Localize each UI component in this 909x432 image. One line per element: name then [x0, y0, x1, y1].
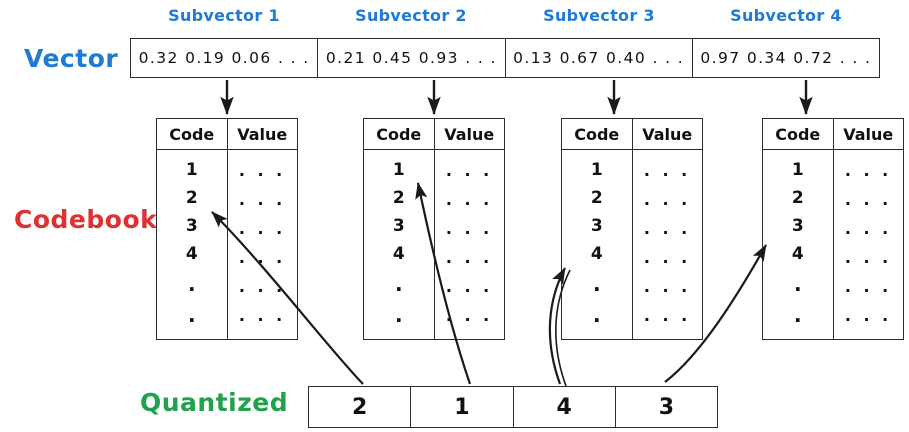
codebook-code-column-2: 1 2 3 4 . . [364, 150, 435, 340]
codebook-table-2: Code Value 1 2 3 4 . . . . . . . . . . .… [363, 118, 505, 340]
codebook-value-cell: . . . [445, 160, 493, 180]
codebook-code-cell: 1 [590, 159, 603, 180]
codebook-value-cell: . . . [445, 189, 493, 209]
codebook-header-value-3: Value [642, 124, 693, 144]
codebook-header-1: Code Value [157, 119, 297, 150]
codebook-value-cell: . . . [844, 218, 892, 238]
codebook-header-code-3: Code [562, 119, 633, 149]
codebook-code-cell: 1 [791, 159, 804, 180]
codebook-value-cell: . . . [445, 305, 493, 325]
codebook-value-cell: . . . [643, 305, 691, 325]
vector-cell-4: 0.97 0.34 0.72 . . . [700, 49, 872, 67]
codebook-value-cell: . . . [238, 218, 286, 238]
quantized-label: Quantized [140, 388, 289, 417]
codebook-table-1: Code Value 1 2 3 4 . . . . . . . . . . .… [156, 118, 298, 340]
quantized-cell-1: 2 [309, 387, 412, 427]
codebook-value-cell: . . . [643, 189, 691, 209]
codebook-code-cell: . [187, 302, 196, 327]
codebook-body-3: 1 2 3 4 . . . . . . . . . . . . . . . . … [562, 150, 702, 340]
codebook-value-cell: . . . [844, 189, 892, 209]
codebook-value-cell: . . . [643, 218, 691, 238]
codebook-code-cell: . [793, 271, 802, 296]
codebook-code-cell: 2 [392, 187, 405, 208]
subvector-caption-1: Subvector 1 [168, 6, 280, 25]
codebook-code-column-4: 1 2 3 4 . . [763, 150, 834, 340]
codebook-code-cell: 4 [185, 243, 198, 264]
codebook-code-cell: 3 [791, 215, 804, 236]
codebook-code-cell: 4 [590, 243, 603, 264]
codebook-value-cell: . . . [238, 189, 286, 209]
codebook-value-cell: . . . [844, 247, 892, 267]
quantized-cell-2: 1 [411, 387, 514, 427]
codebook-code-cell: 3 [185, 215, 198, 236]
codebook-value-cell: . . . [844, 160, 892, 180]
subvector-caption-3: Subvector 3 [543, 6, 655, 25]
vector-cell-3: 0.13 0.67 0.40 . . . [506, 39, 693, 77]
quantized-cell-3: 4 [514, 387, 616, 427]
vector-label: Vector [24, 44, 119, 73]
codebook-code-cell: 2 [590, 187, 603, 208]
codebook-header-3: Code Value [562, 119, 702, 150]
codebook-code-cell: . [394, 302, 403, 327]
codebook-header-2: Code Value [364, 119, 504, 150]
codebook-value-column-4: . . . . . . . . . . . . . . . . . . [834, 150, 904, 340]
codebook-header-value-2: Value [444, 124, 495, 144]
subvector-caption-4: Subvector 4 [730, 6, 842, 25]
codebook-header-4: Code Value [763, 119, 903, 150]
quantized-bar: 2 1 4 3 [308, 386, 718, 428]
codebook-code-cell: 1 [185, 159, 198, 180]
codebook-label: Codebook [14, 205, 158, 234]
codebook-value-cell: . . . [643, 160, 691, 180]
codebook-header-code-2: Code [364, 119, 435, 149]
codebook-code-column-1: 1 2 3 4 . . [157, 150, 228, 340]
codebook-code-cell: . [592, 302, 601, 327]
codebook-header-code-4: Code [763, 119, 834, 149]
vector-cell-2: 0.21 0.45 0.93 . . . [318, 39, 506, 77]
codebook-code-cell: 4 [791, 243, 804, 264]
codebook-header-code-1: Code [157, 119, 228, 149]
codebook-code-cell: 2 [791, 187, 804, 208]
vector-cell-1: 0.32 0.19 0.06 . . . [131, 39, 319, 77]
codebook-value-cell: . . . [844, 276, 892, 296]
codebook-header-value-4: Value [843, 124, 894, 144]
codebook-code-cell: 4 [392, 243, 405, 264]
subvector-caption-2: Subvector 2 [355, 6, 467, 25]
codebook-value-cell: . . . [844, 305, 892, 325]
codebook-header-value-1: Value [237, 124, 288, 144]
codebook-value-cell: . . . [643, 276, 691, 296]
codebook-code-column-3: 1 2 3 4 . . [562, 150, 633, 340]
codebook-table-3: Code Value 1 2 3 4 . . . . . . . . . . .… [561, 118, 703, 340]
codebook-value-cell: . . . [238, 160, 286, 180]
codebook-code-cell: 1 [392, 159, 405, 180]
codebook-body-1: 1 2 3 4 . . . . . . . . . . . . . . . . … [157, 150, 297, 340]
codebook-value-cell: . . . [445, 276, 493, 296]
codebook-body-2: 1 2 3 4 . . . . . . . . . . . . . . . . … [364, 150, 504, 340]
quantized-cell-4: 3 [658, 394, 675, 420]
codebook-value-cell: . . . [238, 276, 286, 296]
codebook-value-cell: . . . [445, 218, 493, 238]
codebook-code-cell: 3 [590, 215, 603, 236]
codebook-value-cell: . . . [643, 247, 691, 267]
codebook-value-cell: . . . [238, 247, 286, 267]
codebook-body-4: 1 2 3 4 . . . . . . . . . . . . . . . . … [763, 150, 903, 340]
codebook-code-cell: . [592, 271, 601, 296]
vector-bar: 0.32 0.19 0.06 . . . 0.21 0.45 0.93 . . … [130, 38, 880, 78]
codebook-value-column-2: . . . . . . . . . . . . . . . . . . [435, 150, 505, 340]
codebook-value-cell: . . . [238, 305, 286, 325]
codebook-value-column-1: . . . . . . . . . . . . . . . . . . [228, 150, 298, 340]
codebook-code-cell: . [793, 302, 802, 327]
codebook-code-cell: 3 [392, 215, 405, 236]
codebook-value-column-3: . . . . . . . . . . . . . . . . . . [633, 150, 703, 340]
codebook-table-4: Code Value 1 2 3 4 . . . . . . . . . . .… [762, 118, 904, 340]
codebook-code-cell: . [187, 271, 196, 296]
codebook-value-cell: . . . [445, 247, 493, 267]
codebook-code-cell: 2 [185, 187, 198, 208]
codebook-code-cell: . [394, 271, 403, 296]
